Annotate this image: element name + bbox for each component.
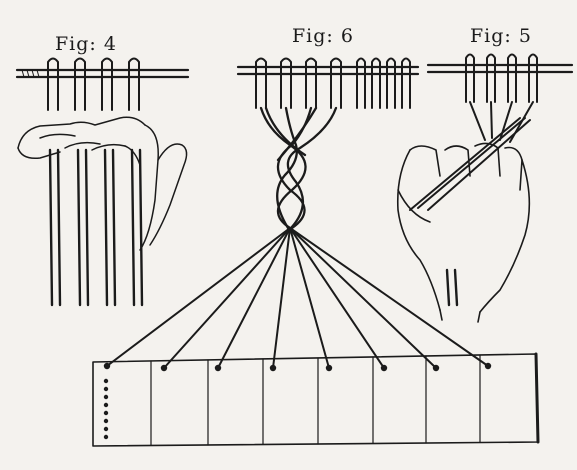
fig5-label: Fig: 5 bbox=[470, 25, 532, 47]
fig5-illustration bbox=[396, 53, 574, 323]
fig6-twist bbox=[259, 106, 338, 230]
fig6-thread-ends bbox=[103, 362, 492, 372]
board-cell-dividers bbox=[150, 354, 481, 446]
fig6-illustration bbox=[103, 57, 492, 372]
fig4-illustration bbox=[15, 57, 190, 307]
board-outline bbox=[92, 353, 539, 447]
fig4-hanging-threads bbox=[48, 148, 144, 307]
fig5-hand bbox=[396, 142, 531, 323]
fig6-thread-loops bbox=[255, 57, 411, 109]
fig4-thread-loops bbox=[47, 57, 140, 111]
fig6-label: Fig: 6 bbox=[292, 25, 354, 47]
board-right-edge bbox=[534, 352, 540, 444]
fig4-bar-hatch bbox=[21, 69, 40, 78]
fig4-label: Fig: 4 bbox=[55, 33, 117, 55]
fig5-lower-threads bbox=[445, 268, 459, 307]
board-pin-holes bbox=[103, 378, 109, 440]
fig6-fan-threads bbox=[106, 227, 489, 369]
fig5-thread-loops bbox=[465, 53, 538, 103]
knotting-board bbox=[92, 352, 540, 447]
fig5-bar bbox=[426, 63, 574, 74]
fig5-threads-to-hand bbox=[409, 101, 534, 211]
fig4-hand bbox=[17, 116, 188, 251]
